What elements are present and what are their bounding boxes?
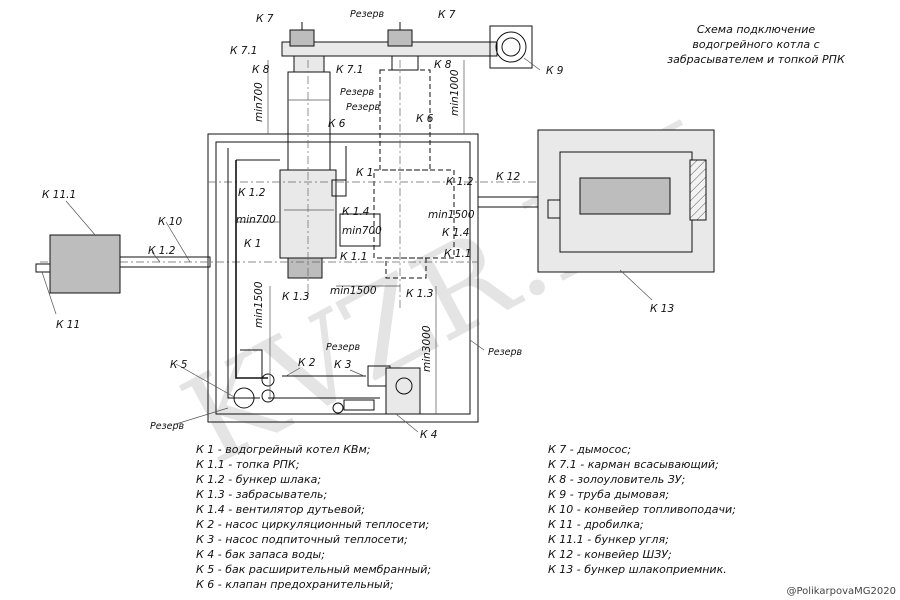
label-reserve-k2: Резерв bbox=[326, 342, 361, 353]
label-min3000: min3000 bbox=[421, 325, 433, 372]
label-min1500-c: min1500 bbox=[253, 281, 265, 328]
k9-chimney bbox=[495, 31, 527, 63]
legend-left: К 1 - водогрейный котел КВм; К 1.1 - топ… bbox=[196, 443, 431, 591]
k7-smoke-exhauster-right bbox=[387, 29, 413, 47]
legend-item: К 1.1 - топка РПК; bbox=[196, 458, 299, 471]
label-min1000: min1000 bbox=[449, 69, 461, 116]
k5-expansion-tank bbox=[233, 387, 255, 409]
label-k13-bunker: К 13 bbox=[650, 303, 674, 315]
label-min700-a: min700 bbox=[236, 214, 276, 226]
label-min1500-b: min1500 bbox=[330, 285, 377, 297]
k11-crusher bbox=[35, 263, 51, 273]
label-reserve-top: Резерв bbox=[350, 9, 385, 20]
label-k11-b: К 1.1 bbox=[444, 248, 472, 260]
credit-text: @PolikarpovaMG2020 bbox=[786, 586, 896, 597]
label-k7-left: К 7 bbox=[256, 13, 274, 25]
label-k9: К 9 bbox=[546, 65, 564, 77]
drawing-labels: К 7 Резерв К 7 К 9 К 7.1 К 8 К 7.1 К 8 Р… bbox=[42, 9, 674, 441]
smoke-duct bbox=[281, 22, 533, 69]
k7-smoke-exhauster-left bbox=[289, 29, 315, 47]
title-line-2: водогрейного котла с bbox=[692, 38, 819, 51]
legend-item: К 6 - клапан предохранительный; bbox=[196, 578, 394, 591]
legend-item: К 11.1 - бункер угля; bbox=[548, 533, 669, 546]
k3-makeup-pump bbox=[332, 402, 344, 414]
label-k111: К 11.1 bbox=[42, 189, 76, 201]
piping bbox=[227, 146, 380, 399]
legend-item: К 13 - бункер шлакоприемник. bbox=[548, 563, 727, 576]
legend-item: К 1 - водогрейный котел КВм; bbox=[196, 443, 370, 456]
label-min700-c: min700 bbox=[253, 82, 265, 122]
label-k8-left: К 8 bbox=[252, 64, 270, 76]
title-line-3: забрасывателем и топкой РПК bbox=[667, 53, 846, 66]
boiler-k1-right bbox=[339, 169, 455, 279]
legend-item: К 8 - золоуловитель ЗУ; bbox=[548, 473, 685, 486]
label-k12-right: К 1.2 bbox=[446, 176, 474, 188]
k13-slag-bunker bbox=[537, 129, 715, 273]
leader-lines bbox=[41, 57, 653, 433]
legend-item: К 3 - насос подпиточный теплосети; bbox=[196, 533, 408, 546]
centre-lines bbox=[40, 60, 540, 310]
legend-item: К 2 - насос циркуляционный теплосети; bbox=[196, 518, 429, 531]
label-min1500-a: min1500 bbox=[428, 209, 475, 221]
legend-item: К 1.4 - вентилятор дутьевой; bbox=[196, 503, 365, 516]
label-k71-left: К 7.1 bbox=[230, 45, 258, 57]
pump-area bbox=[233, 365, 421, 415]
legend-item: К 4 - бак запаса воды; bbox=[196, 548, 325, 561]
label-k1-left: К 1 bbox=[244, 238, 261, 250]
label-k7-right: К 7 bbox=[438, 9, 456, 21]
legend-item: К 1.2 - бункер шлака; bbox=[196, 473, 321, 486]
label-k3: К 3 bbox=[334, 359, 351, 371]
label-k13-a: К 1.3 bbox=[282, 291, 310, 303]
label-k11-crusher: К 11 bbox=[56, 319, 80, 331]
label-k13-b: К 1.3 bbox=[406, 288, 434, 300]
label-min700-b: min700 bbox=[342, 225, 382, 237]
label-k8-right: К 8 bbox=[434, 59, 452, 71]
label-k6-right: К 6 bbox=[416, 113, 434, 125]
legend-item: К 7 - дымосос; bbox=[548, 443, 631, 456]
dimension-lines bbox=[236, 60, 465, 414]
room-outline bbox=[207, 133, 479, 423]
legend-item: К 12 - конвейер ШЗУ; bbox=[548, 548, 672, 561]
label-k71-mid: К 7.1 bbox=[336, 64, 364, 76]
legend-item: К 7.1 - карман всасывающий; bbox=[548, 458, 719, 471]
label-k14-b: К 1.4 bbox=[442, 227, 470, 239]
label-k1-center: К 1 bbox=[356, 167, 373, 179]
legend-item: К 1.3 - забрасыватель; bbox=[196, 488, 327, 501]
label-reserve-right: Резерв bbox=[488, 347, 523, 358]
legend-item: К 9 - труба дымовая; bbox=[548, 488, 669, 501]
label-reserve-bottom: Резерв bbox=[150, 421, 185, 432]
k4-water-tank bbox=[385, 367, 421, 415]
legend-item: К 11 - дробилка; bbox=[548, 518, 644, 531]
label-k4: К 4 bbox=[420, 429, 437, 441]
label-k10: К 10 bbox=[158, 216, 182, 228]
legend-item: К 10 - конвейер топливоподачи; bbox=[548, 503, 736, 516]
title-line-1: Схема подключение bbox=[697, 23, 816, 36]
label-reserve-mid2: Резерв bbox=[346, 102, 381, 113]
label-k2: К 2 bbox=[298, 357, 316, 369]
label-reserve-mid1: Резерв bbox=[340, 87, 375, 98]
k111-coal-bunker bbox=[49, 234, 121, 294]
k2-circulation-pump bbox=[261, 373, 275, 387]
label-k12-left: К 1.2 bbox=[148, 245, 176, 257]
fuel-conveyor bbox=[35, 234, 211, 294]
legend-item: К 5 - бак расширительный мембранный; bbox=[196, 563, 431, 576]
label-k5: К 5 bbox=[170, 359, 188, 371]
label-k6-left: К 6 bbox=[328, 118, 346, 130]
slag-conveyor bbox=[477, 129, 715, 273]
label-k11-a: К 1.1 bbox=[340, 251, 368, 263]
label-k12-conveyor: К 12 bbox=[496, 171, 520, 183]
label-k14-a: К 1.4 bbox=[342, 206, 370, 218]
legend-right: К 7 - дымосос; К 7.1 - карман всасывающи… bbox=[548, 443, 736, 576]
diagram-title: Схема подключение водогрейного котла с з… bbox=[667, 23, 846, 66]
label-k12-boiler: К 1.2 bbox=[238, 187, 266, 199]
